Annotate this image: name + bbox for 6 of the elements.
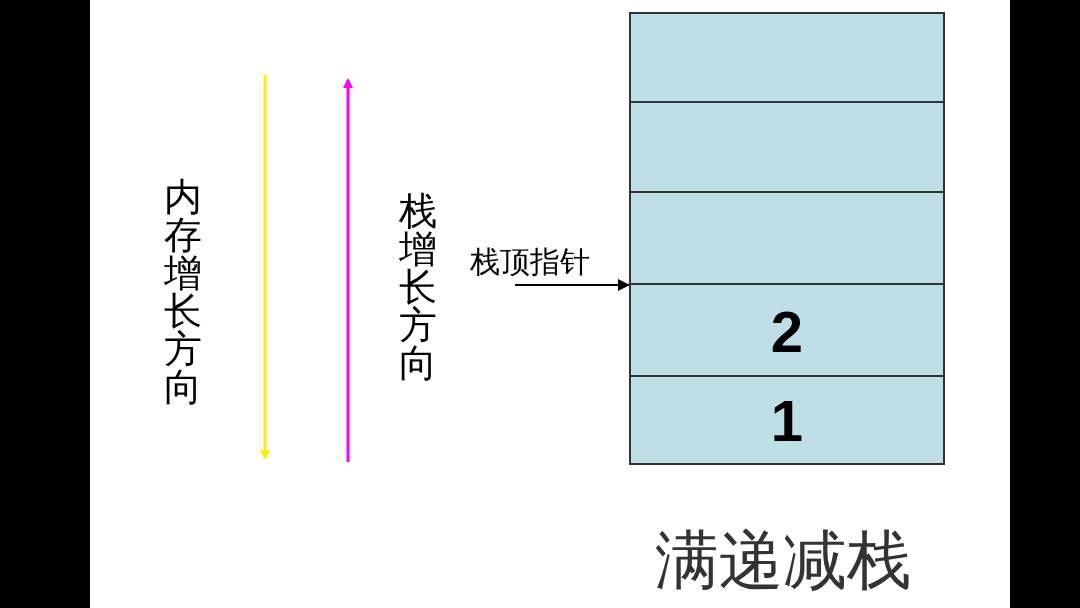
direction-label: 栈增长方向 xyxy=(398,192,438,382)
pointer-label: 栈顶指针 xyxy=(470,242,590,282)
stack-cell: 1 xyxy=(629,375,945,465)
arrow xyxy=(514,279,630,291)
direction-label: 内存增长方向 xyxy=(163,178,203,406)
caption: 满递减栈 xyxy=(655,522,911,599)
